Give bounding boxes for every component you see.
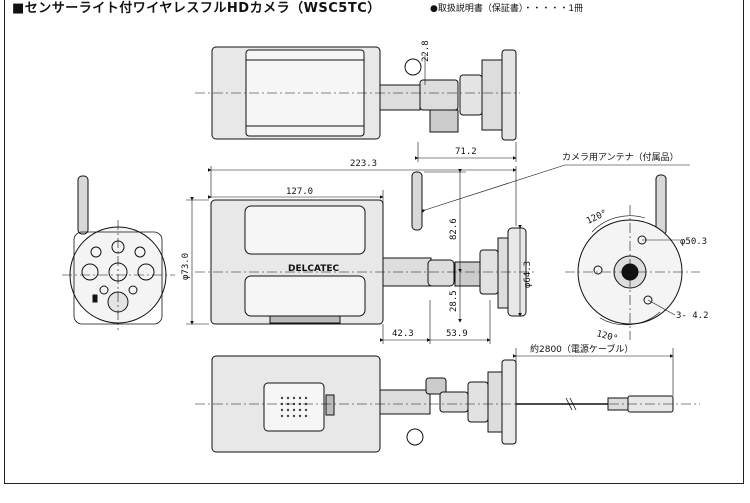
accessory-line: ●取扱説明書（保証書）・・・・・1冊 <box>430 4 584 14</box>
bottom-view <box>195 348 700 453</box>
dim-body-diameter: φ73.0 <box>181 253 191 280</box>
top-view <box>195 46 520 162</box>
dim-screw-holes: 3- 4.2 <box>676 311 709 321</box>
dim-antenna-height: 82.6 <box>449 218 459 240</box>
dim-top-bracket: 71.2 <box>455 147 477 157</box>
page-title: ■センサーライト付ワイヤレスフルHDカメラ（WSC5TC） <box>12 1 381 16</box>
dim-body-length: 127.0 <box>286 187 313 197</box>
dim-angle-bottom: 120° <box>595 329 619 344</box>
dim-base-diameter: φ64.3 <box>523 261 533 288</box>
dim-angle-top: 120° <box>585 208 609 226</box>
dim-bracket-height: 28.5 <box>449 290 459 312</box>
dim-base-depth: 53.9 <box>446 329 468 339</box>
antenna-callout: カメラ用アンテナ（付属品） <box>562 152 679 163</box>
dim-top-offset: 22.8 <box>421 40 431 62</box>
side-view <box>186 164 690 344</box>
front-view <box>62 175 175 330</box>
dim-base-circle: φ50.3 <box>680 237 707 247</box>
drawing-frame <box>4 0 744 484</box>
dim-overall-length: 223.3 <box>350 159 377 169</box>
rear-view <box>565 174 700 340</box>
brand-logo: DELCATEC <box>288 264 340 274</box>
dim-bracket-span: 42.3 <box>392 329 414 339</box>
cable-callout: 約2800（電源ケーブル） <box>530 343 633 355</box>
